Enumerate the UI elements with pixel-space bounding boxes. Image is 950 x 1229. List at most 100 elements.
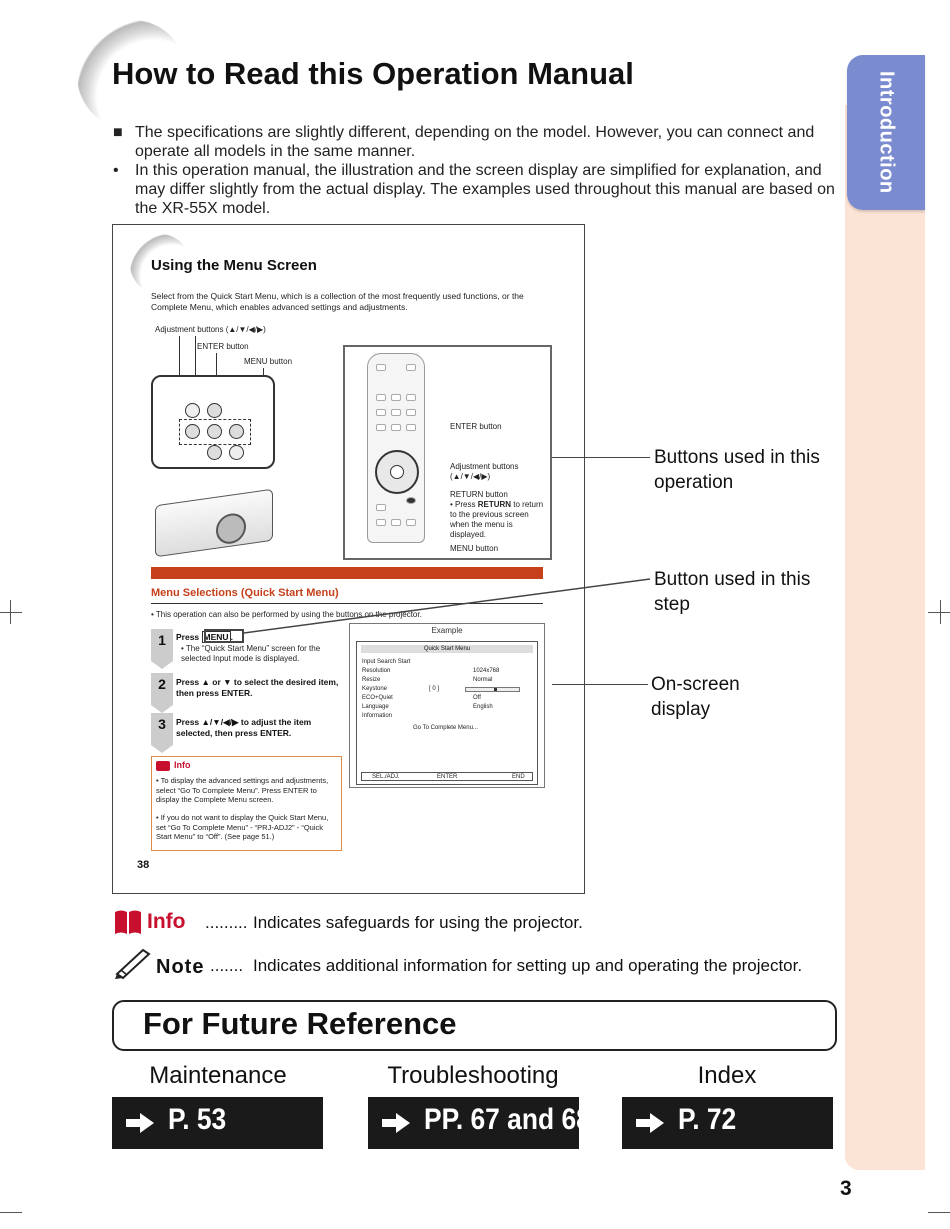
menu-button-label: MENU button [244, 357, 293, 366]
osd-footer-item: END [512, 774, 525, 780]
osd-row-name: Keystone [362, 686, 388, 692]
section-tab[interactable]: Introduction [847, 55, 925, 210]
example-label: Example [431, 626, 463, 635]
sample-page: Using the Menu Screen Select from the Qu… [112, 224, 585, 894]
reference-heading: Index [697, 1062, 757, 1089]
osd-row-value: Off [473, 695, 481, 701]
step-text: Press ▲/▼/◀/▶ to adjust the item selecte… [176, 717, 312, 738]
remote-key-icon [391, 519, 401, 526]
callout-buttons-operation: Buttons used in this operation [654, 447, 820, 493]
section-tab-label: Introduction [875, 71, 898, 194]
remote-key-icon [391, 409, 401, 416]
leader-line [179, 336, 180, 398]
down-button-icon [207, 445, 222, 460]
dpad-icon [375, 450, 419, 494]
arrow-right-icon [382, 1113, 410, 1133]
info-box: Info • To display the advanced settings … [151, 756, 342, 851]
callout-line [552, 684, 648, 685]
osd-footer-item: SEL./ADJ. [372, 774, 400, 780]
remote-key-icon [406, 409, 416, 416]
step-text-pre: Press [176, 632, 202, 642]
book-icon [156, 761, 170, 771]
crop-mark [0, 1212, 22, 1213]
power-button-icon [185, 403, 200, 418]
menu-key-box: MENU [201, 631, 231, 643]
reference-link-maintenance[interactable]: P. 53 [112, 1097, 323, 1149]
crop-mark [10, 600, 11, 624]
crop-mark [928, 1212, 950, 1213]
step-text: Press MENU. [176, 631, 336, 643]
remote-adjustment-arrows: (▲/▼/◀/▶) [450, 472, 491, 481]
bullet-marker: • [113, 162, 119, 179]
menu-button-icon [229, 445, 244, 460]
osd-row-name: Resize [362, 677, 381, 683]
bullet-marker: ■ [113, 124, 123, 141]
osd-row-value: Normal [473, 677, 493, 683]
crop-mark [940, 600, 941, 624]
osd-row-value: 1024x768 [473, 668, 500, 674]
arrow-right-icon [126, 1113, 154, 1133]
remote-key-icon [376, 394, 386, 401]
section-bar [151, 567, 543, 579]
crop-mark [0, 612, 22, 613]
step-number: 2 [151, 673, 173, 713]
title-decoration [77, 20, 187, 130]
remote-panel: ENTER button Adjustment buttons (▲/▼/◀/▶… [343, 345, 552, 560]
remote-menu-label: MENU button [450, 544, 499, 553]
return-key-icon [406, 497, 416, 504]
osd-row-name: Resolution [362, 668, 391, 674]
enter-button-icon [207, 424, 222, 439]
osd-footer: SEL./ADJ. ENTER END [361, 772, 533, 781]
enter-key-icon [390, 465, 404, 479]
adjustment-buttons-label: Adjustment buttons (▲/▼/◀/▶) [155, 325, 266, 334]
page-title: How to Read this Operation Manual [112, 56, 634, 91]
return-note-key: RETURN [477, 500, 512, 509]
reference-link-index[interactable]: P. 72 [622, 1097, 833, 1149]
future-reference-title: For Future Reference [143, 1006, 457, 1041]
remote-key-icon [391, 394, 401, 401]
osd-window: Quick Start Menu Input Search Start Reso… [356, 641, 538, 785]
osd-row-name: Input Search Start [362, 659, 411, 665]
remote-key-icon [391, 424, 401, 431]
projector-illustration [155, 488, 273, 558]
remote-key-icon [406, 364, 416, 371]
remote-enter-label: ENTER button [450, 422, 502, 431]
step-text: Press ▲ or ▼ to select the desired item,… [176, 677, 339, 698]
remote-return-label: RETURN button [450, 490, 508, 499]
callout-line [243, 578, 651, 634]
bullet-text: In this operation manual, the illustrati… [135, 162, 835, 217]
reference-page: PP. 67 and 68 [424, 1103, 591, 1136]
arrow-right-icon [636, 1113, 664, 1133]
example-screen: Example Quick Start Menu Input Search St… [349, 623, 545, 788]
reference-link-troubleshooting[interactable]: PP. 67 and 68 [368, 1097, 591, 1149]
return-note-pre: • Press [450, 500, 478, 509]
step-text-post: . [230, 632, 233, 642]
sample-intro: Select from the Quick Start Menu, which … [151, 291, 524, 312]
legend-info-label: Info [147, 910, 186, 933]
reference-heading: Maintenance [149, 1062, 287, 1089]
osd-row-value: [ 0 ] [429, 686, 440, 692]
divider [151, 603, 543, 604]
up-button-icon [207, 403, 222, 418]
callout-button-step: Button used in this step [654, 569, 811, 615]
sample-heading: Using the Menu Screen [151, 257, 317, 274]
leader-line [195, 336, 196, 398]
pencil-icon [115, 948, 151, 980]
step-number: 1 [151, 629, 173, 669]
osd-row-name: Language [362, 704, 389, 710]
legend-note-dots: ....... [210, 956, 244, 975]
remote-key-icon [376, 409, 386, 416]
osd-row-name: Information [362, 713, 393, 719]
bullet-item: • In this operation manual, the illustra… [113, 161, 835, 218]
osd-goto: Go To Complete Menu... [413, 725, 478, 731]
legend-note-label: Note [156, 956, 205, 978]
remote-key-icon [376, 364, 386, 371]
keystone-slider [465, 687, 520, 692]
remote-control-illustration [367, 353, 425, 543]
info-box-title: Info [174, 760, 191, 770]
enter-button-label: ENTER button [197, 342, 249, 351]
legend-note-desc: Indicates additional information for set… [253, 956, 803, 975]
info-item: • To display the advanced settings and a… [156, 776, 329, 804]
legend-info-desc: Indicates safeguards for using the proje… [253, 913, 583, 932]
right-button-icon [229, 424, 244, 439]
